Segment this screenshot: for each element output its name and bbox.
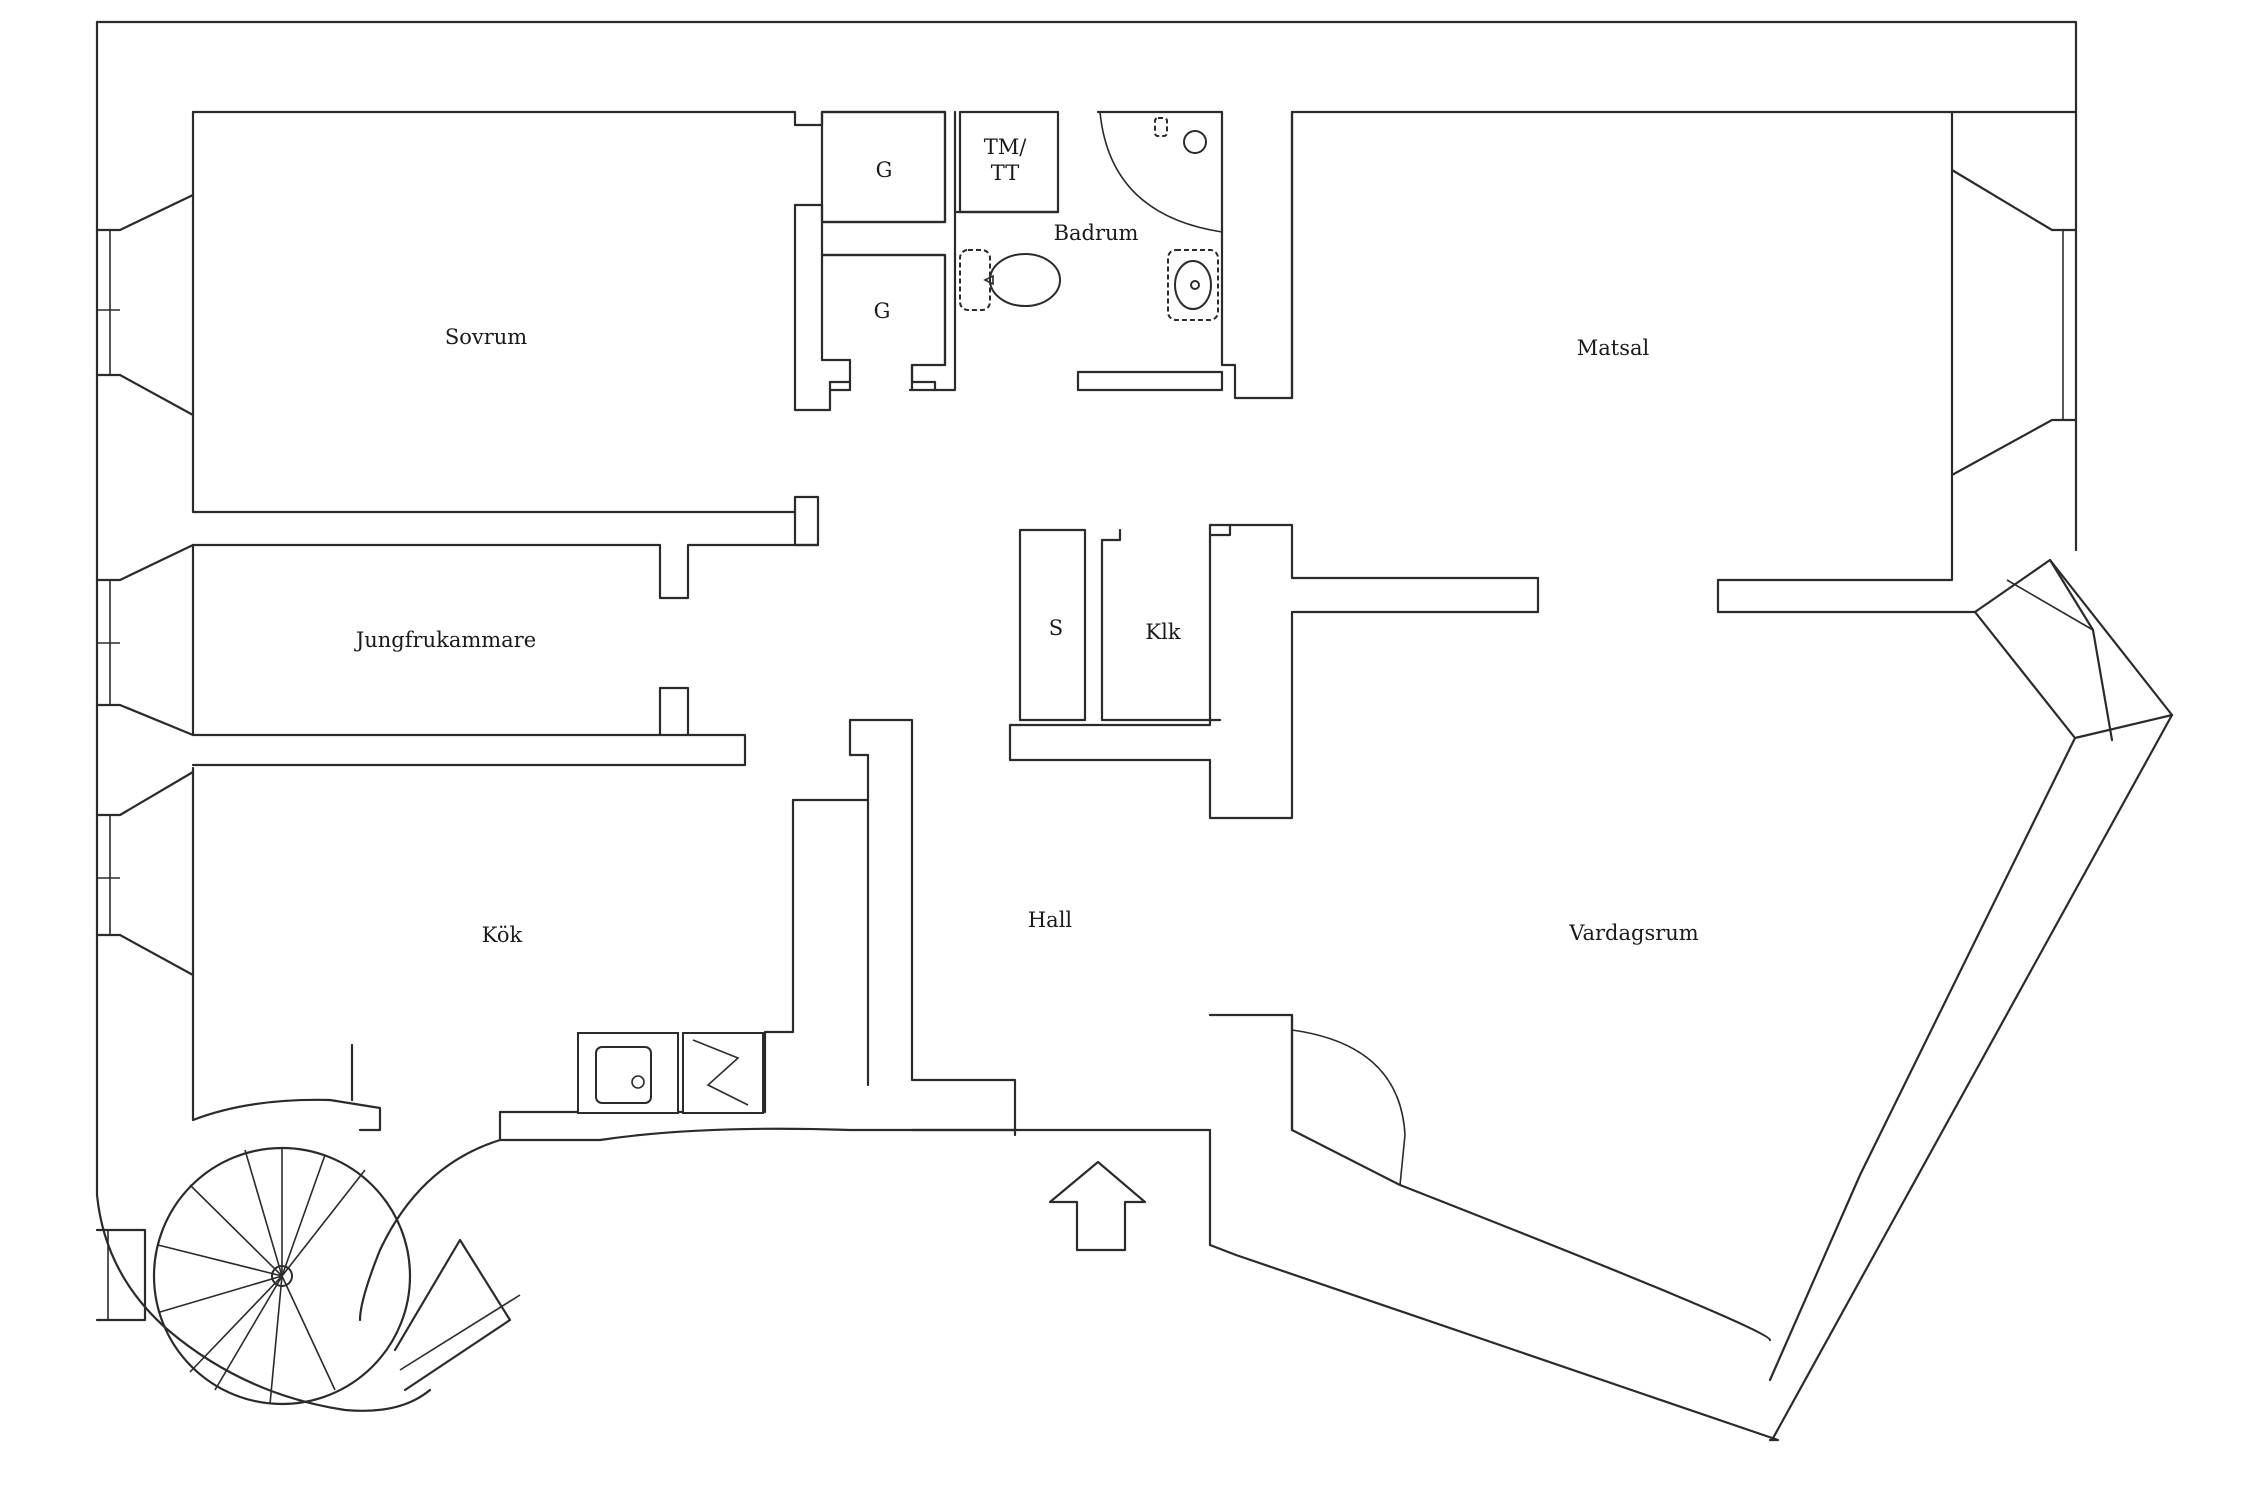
room-label-kok: Kök bbox=[481, 922, 523, 947]
s-klk-walls bbox=[1018, 528, 1222, 722]
badrum-walls bbox=[953, 110, 2078, 400]
sovrum-walls bbox=[191, 110, 947, 547]
room-label-vardagsrum: Vardagsrum bbox=[1569, 920, 1699, 945]
room-label-klk: Klk bbox=[1145, 619, 1181, 644]
spiral-staircase-icon bbox=[152, 1146, 521, 1406]
sink-icon bbox=[1167, 249, 1219, 321]
matsal-walls bbox=[1008, 110, 2077, 820]
room-label-matsal: Matsal bbox=[1576, 335, 1650, 360]
vardagsrum-walls bbox=[1208, 558, 2174, 1442]
room-label-sovrum: Sovrum bbox=[444, 324, 528, 349]
kok-walls bbox=[191, 718, 1017, 1142]
toilet-icon bbox=[959, 249, 1061, 311]
room-label-hall: Hall bbox=[1027, 907, 1073, 932]
entrance-arrow-icon bbox=[1048, 1160, 1147, 1252]
windows bbox=[95, 168, 2114, 1322]
room-label-g-lower: G bbox=[873, 298, 891, 323]
closet-walls bbox=[793, 110, 957, 392]
room-label-s: S bbox=[1048, 615, 1064, 640]
hall-walls bbox=[358, 1127, 1212, 1322]
room-label-g-upper: G bbox=[875, 157, 893, 182]
shower-icon bbox=[1154, 117, 1207, 154]
outer-wall bbox=[95, 20, 2078, 1412]
room-label-badrum: Badrum bbox=[1053, 220, 1139, 245]
jungfrukammare-walls bbox=[191, 543, 820, 767]
room-label-tmtt: TM/ TT bbox=[983, 134, 1027, 185]
room-label-jungfrukammare: Jungfrukammare bbox=[355, 627, 537, 652]
stove-icon bbox=[577, 1032, 679, 1114]
fridge-icon bbox=[682, 1032, 764, 1114]
